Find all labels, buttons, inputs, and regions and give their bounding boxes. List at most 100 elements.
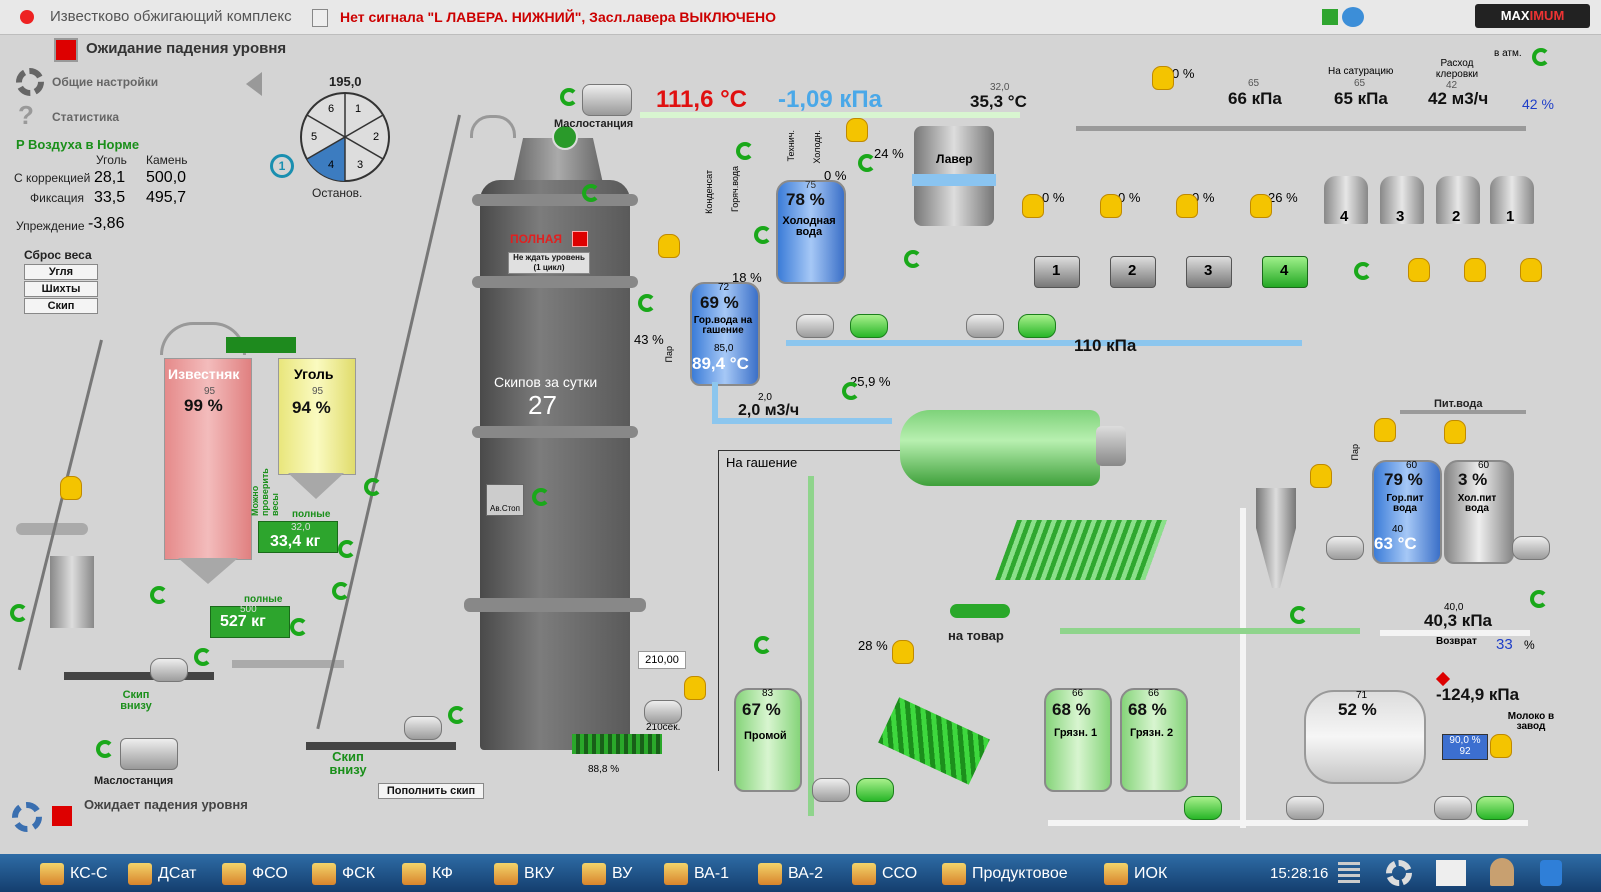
taskbar-item-kf[interactable]: КФ — [402, 862, 453, 886]
taskbar-item-sso[interactable]: ССО — [852, 862, 917, 886]
manual-mode-icon[interactable] — [1374, 418, 1396, 442]
auto-mode-icon[interactable] — [532, 488, 550, 506]
trend-icon[interactable] — [1436, 860, 1466, 886]
taskbar-item-dsat[interactable]: ДСат — [128, 862, 196, 886]
skip-level-wait-button[interactable]: Не ждать уровень (1 цикл) — [508, 252, 590, 274]
manual-mode-icon[interactable] — [1176, 194, 1198, 218]
manual-mode-icon[interactable] — [1520, 258, 1542, 282]
auto-mode-icon[interactable] — [1290, 606, 1308, 624]
manual-mode-icon[interactable] — [1408, 258, 1430, 282]
auto-mode-icon[interactable] — [754, 226, 772, 244]
gear-icon[interactable] — [16, 68, 44, 96]
green-riser-pipe — [808, 476, 814, 816]
auto-mode-icon[interactable] — [1532, 48, 1550, 66]
taskbar-item-ks-s[interactable]: КС-С — [40, 862, 108, 886]
cycle-badge[interactable]: 1 — [270, 154, 294, 178]
pump[interactable] — [856, 778, 894, 802]
auto-mode-icon[interactable] — [582, 184, 600, 202]
auto-mode-icon[interactable] — [150, 586, 168, 604]
pump[interactable] — [850, 314, 888, 338]
pump[interactable] — [1018, 314, 1056, 338]
speaker-icon[interactable] — [246, 72, 262, 96]
help-hand-icon[interactable] — [1540, 860, 1562, 886]
pump[interactable] — [1184, 796, 1222, 820]
vacuum-pressure: -124,9 кПа — [1436, 685, 1520, 704]
manual-mode-icon[interactable] — [1310, 464, 1332, 488]
manual-mode-icon[interactable] — [1100, 194, 1122, 218]
taskbar-item-va1[interactable]: ВА-1 — [664, 862, 729, 886]
auto-mode-icon[interactable] — [1354, 262, 1372, 280]
discharge-setpoint-input[interactable]: 210,00 — [638, 651, 686, 669]
report-icon[interactable] — [312, 9, 328, 27]
steam-right-label: Пар — [1350, 444, 1360, 461]
auto-mode-icon[interactable] — [332, 582, 350, 600]
pump[interactable] — [966, 314, 1004, 338]
brand-logo: MAXIMUM — [1475, 4, 1590, 28]
auto-mode-icon[interactable] — [904, 250, 922, 268]
pump[interactable] — [796, 314, 834, 338]
auto-mode-icon[interactable] — [736, 142, 754, 160]
mill-3[interactable] — [1186, 256, 1232, 288]
taskbar-item-fso[interactable]: ФСО — [222, 862, 288, 886]
limestone-label: Известняк — [168, 366, 240, 382]
pump[interactable] — [1512, 536, 1550, 560]
add-icon[interactable] — [1322, 9, 1338, 25]
stop-button[interactable] — [52, 806, 72, 826]
auto-mode-icon[interactable] — [96, 740, 114, 758]
settings-link[interactable]: Общие настройки — [52, 75, 159, 89]
help-icon[interactable]: ? — [18, 100, 34, 130]
milk-density-box[interactable]: 90,0 %92 — [1442, 734, 1488, 760]
manual-mode-icon[interactable] — [60, 476, 82, 500]
manual-mode-icon[interactable] — [892, 640, 914, 664]
manual-mode-icon[interactable] — [846, 118, 868, 142]
auto-mode-icon[interactable] — [290, 618, 308, 636]
manual-mode-icon[interactable] — [658, 234, 680, 258]
pump[interactable] — [1326, 536, 1364, 560]
reset-skip-button[interactable]: Скип — [24, 298, 98, 314]
manual-mode-icon[interactable] — [1022, 194, 1044, 218]
manual-mode-icon[interactable] — [1250, 194, 1272, 218]
auto-mode-icon[interactable] — [10, 604, 28, 622]
auto-stop-button[interactable]: Ав.Стоп — [486, 484, 524, 516]
taskbar-item-vku[interactable]: ВКУ — [494, 862, 554, 886]
settings-icon[interactable] — [1386, 860, 1412, 886]
auto-mode-icon[interactable] — [858, 154, 876, 172]
auto-mode-icon[interactable] — [754, 636, 772, 654]
taskbar-item-vu[interactable]: ВУ — [582, 862, 632, 886]
process-status: Ожидание падения уровня — [86, 40, 287, 57]
auto-mode-icon[interactable] — [842, 382, 860, 400]
reset-coal-button[interactable]: Угля — [24, 264, 98, 280]
auto-mode-icon[interactable] — [1530, 590, 1548, 608]
pump[interactable] — [1476, 796, 1514, 820]
manual-mode-icon[interactable] — [684, 676, 706, 700]
auto-mode-icon[interactable] — [448, 706, 466, 724]
refill-skip-button[interactable]: Пополнить скип — [378, 783, 484, 799]
pump[interactable] — [812, 778, 850, 802]
mill-1[interactable] — [1034, 256, 1080, 288]
mill-4[interactable] — [1262, 256, 1308, 288]
reset-charge-button[interactable]: Шихты — [24, 281, 98, 297]
taskbar-item-fsk[interactable]: ФСК — [312, 862, 375, 886]
auto-mode-icon[interactable] — [194, 648, 212, 666]
auto-mode-icon[interactable] — [338, 540, 356, 558]
settings-gear-icon[interactable] — [12, 802, 42, 832]
taskbar-item-iok[interactable]: ИОК — [1104, 862, 1167, 886]
auto-mode-icon[interactable] — [560, 88, 578, 106]
stop-indicator[interactable] — [54, 38, 78, 62]
manual-mode-icon[interactable] — [1464, 258, 1486, 282]
user-icon[interactable] — [1490, 858, 1514, 886]
statistics-link[interactable]: Статистика — [52, 110, 120, 124]
mill-2[interactable] — [1110, 256, 1156, 288]
taskbar-item-va2[interactable]: ВА-2 — [758, 862, 823, 886]
chat-icon[interactable] — [1342, 7, 1364, 27]
manual-mode-icon[interactable] — [1152, 66, 1174, 90]
gas-valve-opening: 0 % — [1172, 66, 1195, 81]
menu-icon[interactable] — [1338, 862, 1360, 884]
taskbar-item-product[interactable]: Продуктовое — [942, 862, 1068, 886]
pump[interactable] — [1286, 796, 1324, 820]
pump[interactable] — [1434, 796, 1472, 820]
auto-mode-icon[interactable] — [638, 294, 656, 312]
manual-mode-icon[interactable] — [1444, 420, 1466, 444]
manual-mode-icon[interactable] — [1490, 734, 1512, 758]
auto-mode-icon[interactable] — [364, 478, 382, 496]
